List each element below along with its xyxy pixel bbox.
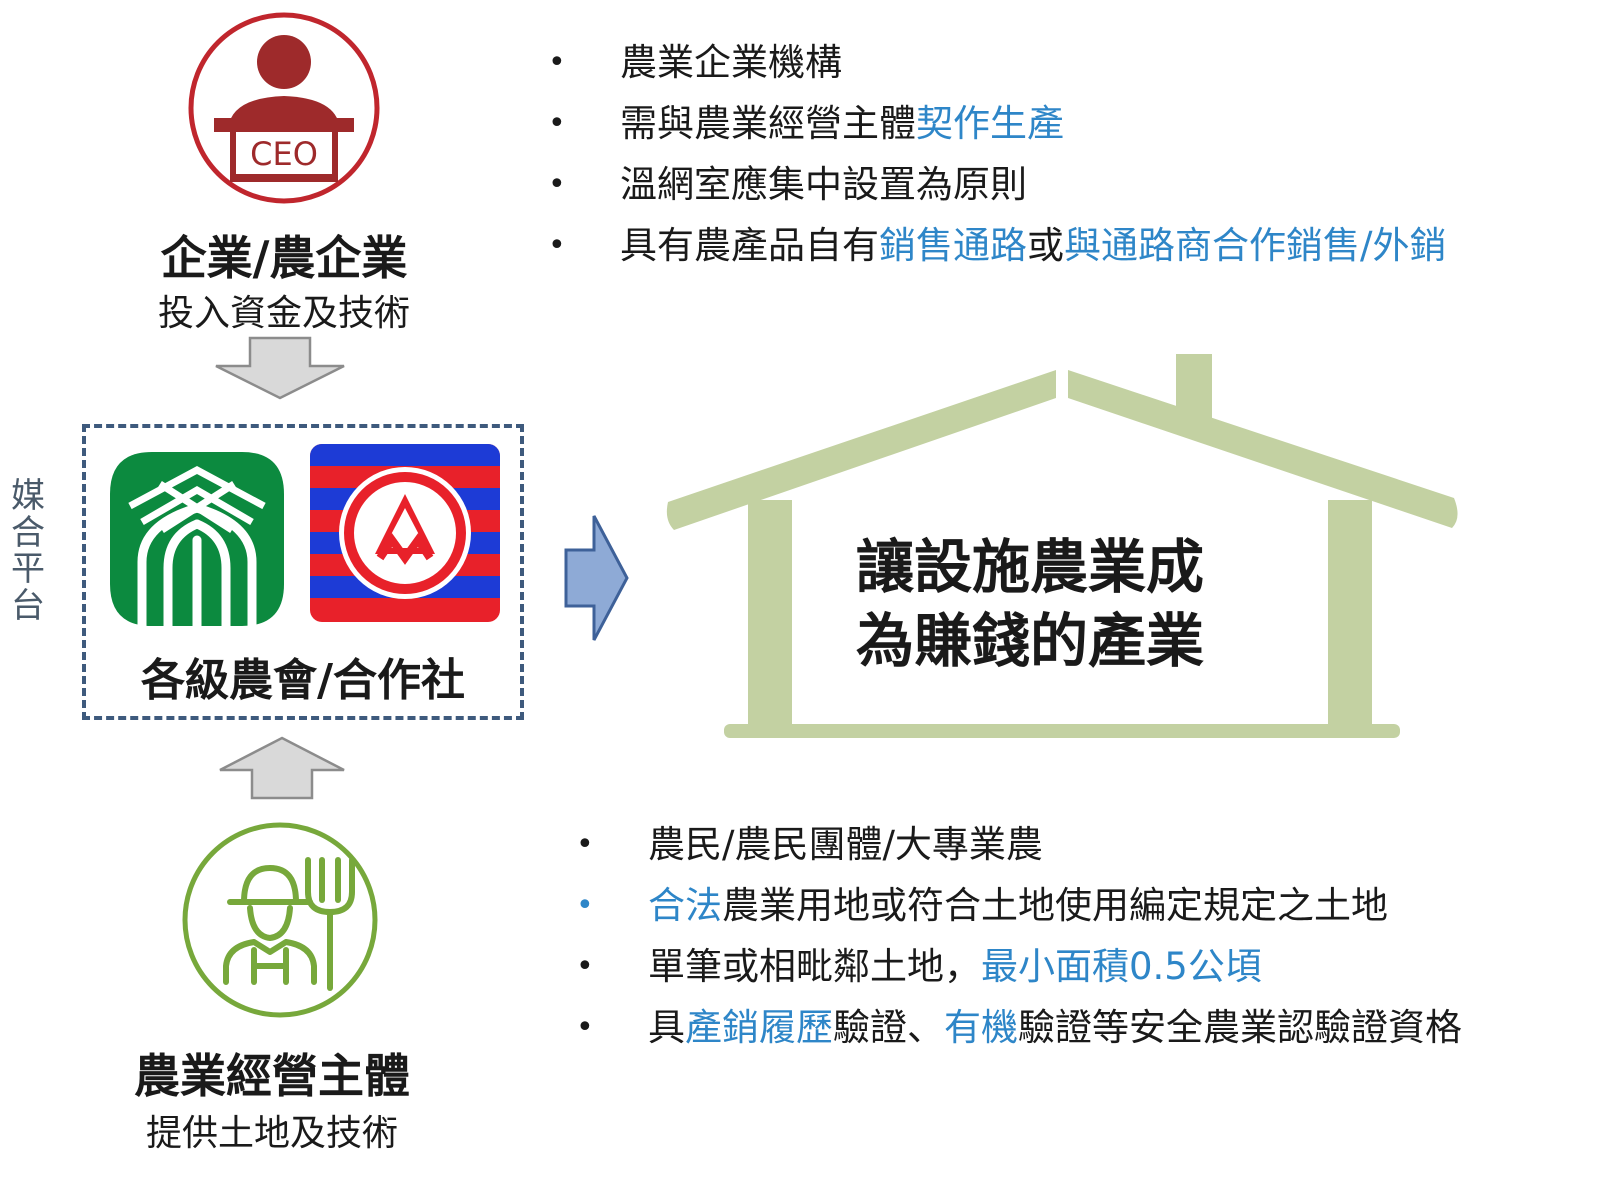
operator-requirements-list: • 農民/農民團體/大專業農 • 合法農業用地或符合土地使用編定規定之土地 • 單筆或相毗…: [576, 814, 1462, 1058]
operator-subtitle: 提供土地及技術: [145, 1113, 398, 1154]
highlighted-text: 有機: [944, 1006, 1018, 1049]
bullet-text: 農業用地或符合土地使用編定規定之土地: [722, 884, 1388, 927]
bullet-text: 溫網室應集中設置為原則: [620, 163, 1027, 206]
enterprise-requirement-item: • 需與農業經營主體契作生產: [548, 93, 1446, 154]
operator-requirement-item: • 農民/農民團體/大專業農: [576, 814, 1462, 875]
highlighted-text: 與通路商合作銷售/外銷: [1064, 224, 1447, 267]
bullet-dot: •: [548, 106, 566, 141]
bullet-text: 農民/農民團體/大專業農: [648, 823, 1043, 866]
bullet-dot: •: [548, 45, 566, 80]
operator-requirement-item: • 合法農業用地或符合土地使用編定規定之土地: [576, 875, 1462, 936]
bullet-text: 或: [1027, 224, 1064, 267]
enterprise-icon: CEO: [186, 10, 382, 206]
farmer-with-pitchfork-icon: [182, 822, 378, 1018]
highlighted-text: 最小面積0.5公頃: [981, 945, 1262, 988]
bullet-text: 驗證等安全農業認驗證資格: [1018, 1006, 1462, 1049]
bullet-text: 需與農業經營主體: [620, 102, 916, 145]
up-arrow-icon: [219, 736, 345, 800]
bullet-text: 單筆或相毗鄰土地，: [648, 945, 981, 988]
bullet-text: 具有農產品自有: [620, 224, 879, 267]
bullet-text: 具: [648, 1006, 685, 1049]
ceo-person-icon: CEO: [188, 12, 380, 204]
platform-side-label: 媒合平台: [11, 476, 45, 627]
platform-box-title: 各級農會/合作社: [140, 655, 466, 706]
enterprise-title: 企業/農企業: [160, 231, 408, 285]
bullet-dot: •: [548, 228, 566, 263]
operator-requirement-item: • 具產銷履歷驗證、有機驗證等安全農業認驗證資格: [576, 997, 1462, 1058]
bullet-dot: •: [576, 949, 594, 984]
highlighted-text: 契作生產: [916, 102, 1064, 145]
operator-requirement-item: • 單筆或相毗鄰土地，最小面積0.5公頃: [576, 936, 1462, 997]
bullet-dot: •: [576, 1010, 594, 1045]
highlighted-text: 銷售通路: [879, 224, 1027, 267]
enterprise-subtitle: 投入資金及技術: [157, 293, 410, 334]
bullet-dot: •: [548, 167, 566, 202]
bullet-dot: •: [576, 827, 594, 862]
enterprise-requirements-list: • 農業企業機構 • 需與農業經營主體契作生產 • 溫網室應集中設置為原則 • 具有農產品自有…: [548, 32, 1447, 276]
ceo-badge-text: CEO: [250, 135, 318, 173]
enterprise-requirement-item: • 溫網室應集中設置為原則: [548, 154, 1446, 215]
down-arrow-icon: [215, 336, 345, 400]
farmers-association-logo: [110, 452, 284, 631]
operator-icon: [180, 820, 380, 1020]
enterprise-requirement-item: • 農業企業機構: [548, 32, 1446, 93]
bullet-text: 驗證、: [833, 1006, 944, 1049]
goal-line-1: 讓設施農業成: [855, 533, 1204, 601]
highlighted-text: 合法: [648, 884, 722, 927]
highlighted-text: 產銷履歷: [685, 1006, 833, 1049]
goal-line-2: 為賺錢的產業: [855, 607, 1204, 676]
platform-box: 各級農會/合作社: [82, 424, 524, 720]
operator-title: 農業經營主體: [134, 1049, 410, 1103]
enterprise-requirement-item: • 具有農產品自有銷售通路或與通路商合作銷售/外銷: [548, 215, 1447, 276]
bullet-dot: •: [576, 888, 594, 923]
cooperative-logo: [310, 444, 500, 622]
house-icon: [666, 354, 1458, 738]
right-arrow-icon: [564, 515, 629, 641]
goal-text: 讓設施農業成 為賺錢的產業: [760, 530, 1300, 678]
bullet-text: 農業企業機構: [620, 41, 842, 84]
